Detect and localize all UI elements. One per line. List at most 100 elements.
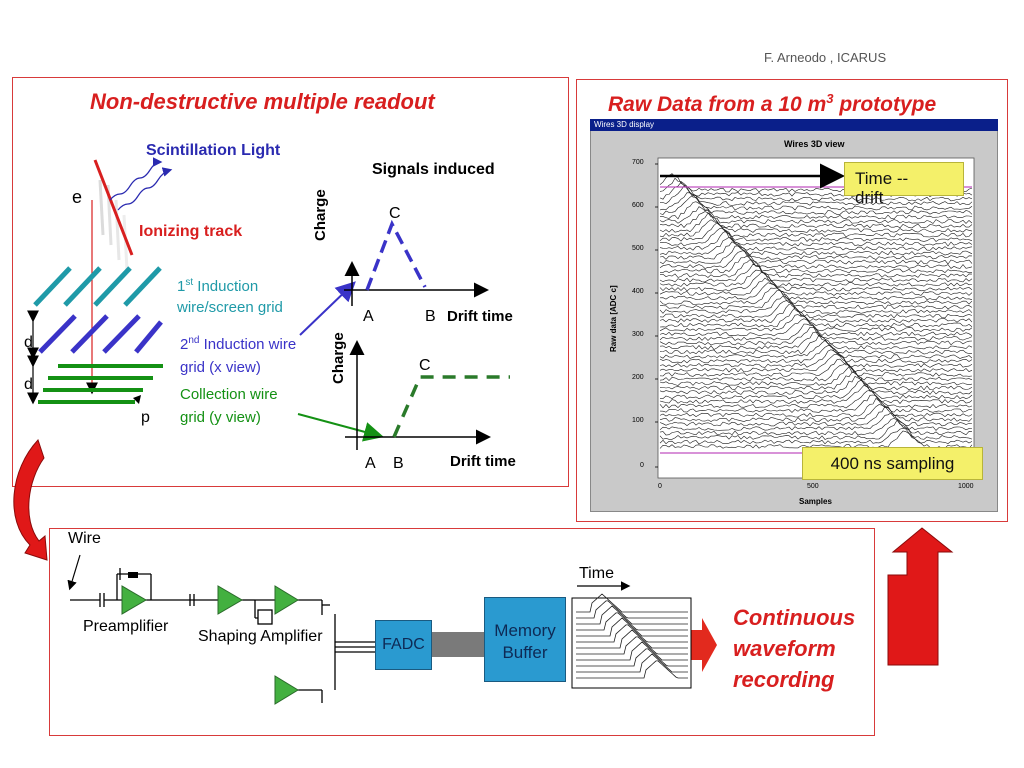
preamp-triangle — [121, 585, 147, 615]
stacked-waveform — [576, 641, 688, 661]
wire-label: Wire — [68, 530, 101, 547]
shaping-triangle-2 — [274, 585, 299, 615]
ytick-300: 300 — [632, 331, 644, 338]
fadc-block: FADC — [375, 620, 432, 670]
signal-plot-induction — [344, 219, 489, 306]
peak-c-1: C — [389, 205, 401, 222]
ionizing-label: Ionizing track — [139, 223, 243, 240]
signal-plot-collection — [345, 340, 510, 450]
scintillation-wave-1 — [109, 157, 163, 201]
scintillation-wave-2 — [117, 167, 173, 211]
point-a-2: A — [365, 455, 376, 472]
drift-time-1: Drift time — [447, 308, 513, 325]
stacked-waveform — [576, 605, 688, 625]
waveform-trace — [659, 405, 973, 427]
pointer-p — [133, 395, 141, 404]
waveform-trace — [659, 271, 973, 292]
waveform-trace — [659, 303, 973, 323]
stacked-waveform — [576, 593, 688, 613]
waveform-trace — [659, 263, 973, 283]
stacked-waveform — [576, 629, 688, 649]
waveform-trace — [660, 259, 973, 278]
waveform-trace — [659, 201, 973, 220]
recording-label: Continuous waveform recording — [733, 605, 856, 692]
ytick-600: 600 — [632, 202, 644, 209]
waveform-trace — [659, 404, 973, 422]
ytick-marks — [655, 163, 658, 468]
raw-data-title: Raw Data from a 10 m3 prototype — [608, 91, 937, 116]
waveform-trace — [659, 250, 973, 269]
stacked-waveform — [576, 624, 688, 643]
stacked-waveform — [576, 653, 688, 673]
point-b-2: B — [393, 455, 404, 472]
collection-label: Collection wire grid (y view) — [180, 386, 278, 426]
electronics-schematic — [67, 554, 717, 705]
waveform-trace — [659, 222, 973, 242]
curved-arrow-left — [13, 439, 48, 561]
waveform-trace — [659, 236, 973, 256]
waveform-trace — [659, 212, 973, 233]
waveform-trace — [659, 269, 973, 287]
waveform-trace — [659, 394, 973, 413]
waveform-trace — [659, 390, 973, 409]
raw-data-panel — [576, 79, 1008, 522]
stacked-waveform — [576, 600, 688, 619]
preamp-label: Preamplifier — [83, 618, 169, 635]
waveform-trace — [659, 345, 973, 364]
wire-arrow — [67, 554, 81, 591]
collection-grid — [38, 364, 163, 404]
coll-pointer — [297, 413, 384, 442]
waveform-trace — [659, 375, 973, 395]
scintillation-label: Scintillation Light — [146, 142, 281, 159]
waveform-trace — [659, 307, 973, 328]
waveform-traces — [659, 173, 973, 449]
waveform-trace — [659, 230, 973, 251]
stacked-waveform — [576, 617, 688, 637]
xtick-0: 0 — [658, 483, 662, 490]
spacing-d-2: d — [24, 376, 33, 393]
waveform-trace — [659, 295, 973, 314]
ytick-400: 400 — [632, 288, 644, 295]
waveform-trace — [659, 192, 973, 211]
ytick-700: 700 — [632, 159, 644, 166]
waveform-trace — [659, 287, 973, 305]
waveform-trace — [659, 366, 973, 386]
waveform-trace — [659, 334, 973, 355]
readout-diagram — [27, 157, 510, 450]
ind2-pointer — [299, 281, 356, 336]
stacked-waveform — [576, 636, 688, 655]
ytick-500: 500 — [632, 245, 644, 252]
time-drift-callout: Time --drift — [844, 162, 964, 207]
sampling-callout: 400 ns sampling — [802, 447, 983, 480]
recording-arrow — [686, 618, 717, 672]
stacked-waveform — [576, 660, 688, 679]
shaping-triangle-3 — [274, 675, 299, 705]
waveform-trace — [659, 245, 973, 265]
author-credit: F. Arneodo , ICARUS — [764, 50, 887, 65]
waveform-trace — [659, 318, 973, 337]
shaping-label: Shaping Amplifier — [198, 628, 323, 645]
ytick-200: 200 — [632, 374, 644, 381]
stacked-waveform — [576, 612, 688, 631]
stacked-waveform — [576, 648, 688, 667]
shaping-triangle-1 — [217, 585, 243, 615]
flow-arrows — [13, 439, 954, 666]
waveform-trace — [659, 412, 973, 431]
waveform-trace — [659, 430, 973, 449]
time-display — [571, 581, 692, 689]
ytick-0: 0 — [640, 462, 644, 469]
fadc-link — [432, 632, 484, 657]
waveform-trace — [659, 340, 973, 359]
up-arrow-right — [887, 527, 954, 666]
waveform-trace — [659, 181, 973, 202]
charge-axis-2: Charge — [330, 332, 347, 384]
induction-1-label: 1st Induction wire/screen grid — [177, 277, 283, 316]
xtick-500: 500 — [807, 483, 819, 490]
waveform-trace — [659, 282, 973, 301]
waveform-trace — [659, 419, 973, 440]
induction-grid-1 — [33, 266, 162, 307]
waveform-trace — [659, 418, 973, 436]
waveform-trace — [659, 384, 973, 404]
ionizing-track — [93, 159, 134, 256]
waveform-trace — [659, 397, 973, 418]
